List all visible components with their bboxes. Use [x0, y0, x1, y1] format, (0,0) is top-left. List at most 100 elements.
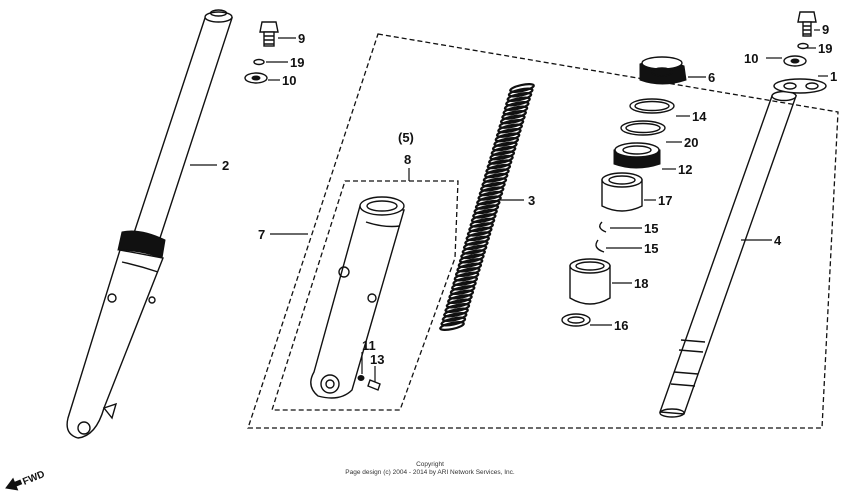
- spring-coil: [462, 240, 489, 251]
- spring-coil: [440, 316, 467, 327]
- callout-5: (5): [398, 130, 414, 145]
- spring-coil: [473, 204, 500, 215]
- spring-coil: [482, 172, 509, 183]
- bushing-17[interactable]: [601, 172, 643, 212]
- callout-10-right: 10: [744, 51, 758, 66]
- leader-lines: [190, 29, 828, 382]
- callout-19-left: 19: [290, 55, 304, 70]
- fork-spring[interactable]: [439, 83, 535, 332]
- spring-coil: [488, 154, 514, 165]
- o-ring-left[interactable]: [253, 58, 265, 66]
- callout-3: 3: [528, 193, 535, 208]
- guide-bushing-18[interactable]: [569, 258, 611, 305]
- o-ring-right[interactable]: [797, 42, 809, 50]
- top-bolt-right[interactable]: [797, 11, 817, 37]
- spring-coil: [477, 190, 504, 201]
- dust-seal-6[interactable]: [639, 56, 687, 85]
- spring-coil: [470, 213, 497, 224]
- assembly-outline-8: [271, 180, 459, 411]
- callout-18: 18: [634, 276, 648, 291]
- spring-coil: [501, 109, 527, 120]
- spring-coil: [468, 222, 494, 233]
- fwd-arrow-icon: [5, 477, 23, 491]
- callout-2: 2: [222, 158, 229, 173]
- spring-coil: [495, 127, 522, 138]
- fork-cap-seal-1[interactable]: [773, 78, 827, 94]
- spring-coil: [502, 105, 529, 116]
- spring-coil: [499, 114, 526, 125]
- callout-9-left: 9: [298, 31, 305, 46]
- spring-coil: [447, 294, 473, 305]
- top-bolt-left[interactable]: [259, 21, 279, 47]
- spring-coil: [451, 280, 477, 291]
- spring-coil: [507, 87, 534, 98]
- circlip-15b[interactable]: [595, 239, 605, 253]
- oil-seal-12[interactable]: [613, 142, 661, 169]
- spring-coil: [478, 186, 505, 197]
- callout-1: 1: [830, 69, 837, 84]
- spring-coil: [458, 253, 485, 264]
- spring-coil: [453, 271, 480, 282]
- copyright-line-2: Page design (c) 2004 - 2014 by ARI Netwo…: [345, 469, 515, 476]
- callout-14: 14: [692, 109, 707, 124]
- spring-coil: [445, 298, 472, 309]
- fork-assembly-left[interactable]: [66, 9, 233, 439]
- spring-coil: [485, 163, 512, 174]
- callout-20: 20: [684, 135, 698, 150]
- spring-coil: [489, 150, 516, 161]
- assembly-outline-7: [247, 33, 839, 429]
- callout-10-left: 10: [282, 73, 296, 88]
- spring-coil: [454, 267, 481, 278]
- spring-coil: [491, 141, 518, 152]
- callout-9-right: 9: [822, 22, 829, 37]
- inner-tube-4[interactable]: [659, 90, 797, 418]
- spring-coil: [506, 92, 533, 102]
- spring-coil: [509, 83, 535, 93]
- callout-11: 11: [362, 338, 376, 353]
- callout-15-b: 15: [644, 241, 658, 256]
- circlip-15a[interactable]: [599, 221, 607, 233]
- spring-coil: [494, 132, 521, 143]
- spring-coil: [448, 289, 475, 300]
- callout-17: 17: [658, 193, 672, 208]
- callout-15-a: 15: [644, 221, 658, 236]
- callout-13: 13: [370, 352, 384, 367]
- fwd-arrow: FWD: [5, 469, 46, 491]
- copyright-line-1: Copyright: [416, 461, 444, 468]
- spring-coil: [481, 177, 508, 188]
- callout-4: 4: [774, 233, 782, 248]
- spring-coil: [464, 235, 490, 246]
- washer-left[interactable]: [244, 72, 268, 84]
- spring-coil: [505, 96, 531, 107]
- washer-right[interactable]: [783, 55, 807, 67]
- spring-coil: [461, 244, 488, 255]
- spring-coil: [474, 199, 501, 210]
- spring-coil: [503, 101, 530, 111]
- stopper-ring-14[interactable]: [629, 98, 675, 114]
- seat-16[interactable]: [561, 313, 591, 327]
- spring-coil: [493, 136, 520, 147]
- back-up-ring-20[interactable]: [620, 120, 666, 136]
- spring-coil: [460, 249, 486, 260]
- fork-slider[interactable]: [310, 196, 405, 399]
- callout-16: 16: [614, 318, 628, 333]
- callout-7: 7: [258, 227, 265, 242]
- callout-6: 6: [708, 70, 715, 85]
- fwd-label: FWD: [21, 469, 46, 488]
- callout-12: 12: [678, 162, 692, 177]
- spring-coil: [457, 258, 484, 269]
- drain-bolt[interactable]: [357, 375, 365, 381]
- spring-coil: [498, 118, 525, 129]
- spring-coil: [443, 307, 469, 318]
- spring-coil: [469, 217, 496, 228]
- spring-coil: [486, 159, 513, 170]
- spring-coil: [465, 231, 492, 242]
- spring-coil: [456, 262, 483, 273]
- spring-coil: [449, 285, 476, 296]
- callout-8: 8: [404, 152, 411, 167]
- spring-coil: [439, 321, 465, 331]
- spring-coil: [476, 195, 502, 206]
- callout-19-right: 19: [818, 41, 832, 56]
- washer-13[interactable]: [367, 379, 381, 391]
